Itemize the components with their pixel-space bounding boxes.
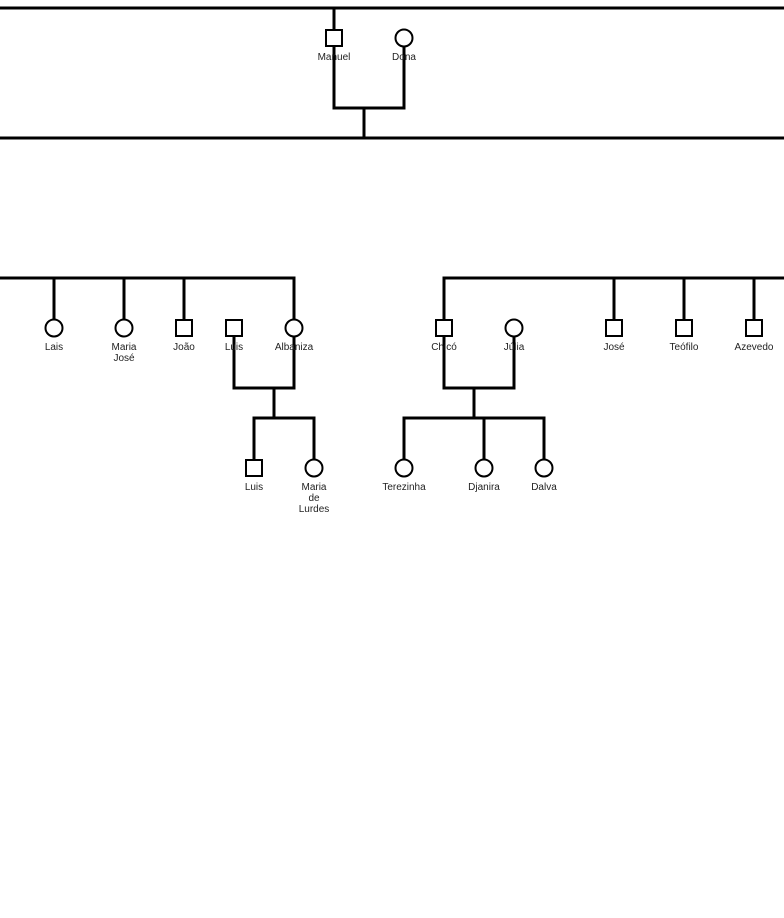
person-name-terezinha: Terezinha [369, 482, 439, 493]
person-name-dona: Dona [369, 52, 439, 63]
name-line: Dalva [531, 482, 557, 493]
name-line: Azevedo [734, 342, 774, 353]
female-circle-icon[interactable] [504, 318, 524, 338]
name-line: José [113, 353, 135, 364]
female-circle-icon[interactable] [394, 458, 414, 478]
female-circle-icon[interactable] [114, 318, 134, 338]
person-symbols [44, 28, 763, 478]
person-name-djanira: Djanira [449, 482, 519, 493]
name-line: Lurdes [298, 504, 330, 515]
connector-lines [0, 6, 784, 461]
female-circle-icon[interactable] [394, 28, 414, 48]
name-line: Manuel [317, 52, 351, 63]
name-line: Albaniza [274, 342, 314, 353]
name-line: Maria [111, 342, 137, 353]
name-line: Dona [392, 52, 416, 63]
female-circle-icon[interactable] [44, 318, 64, 338]
name-line: Djanira [468, 482, 500, 493]
male-square-icon[interactable] [675, 319, 693, 337]
person-name-julia: Júlia [479, 342, 549, 353]
name-line: Chicó [431, 342, 457, 353]
person-name-lais: Lais [19, 342, 89, 353]
name-line: Luis [224, 342, 244, 353]
name-line: de [308, 493, 320, 504]
male-square-icon[interactable] [175, 319, 193, 337]
person-name-jose: José [579, 342, 649, 353]
male-square-icon[interactable] [745, 319, 763, 337]
female-circle-icon[interactable] [284, 318, 304, 338]
female-circle-icon[interactable] [534, 458, 554, 478]
female-circle-icon[interactable] [474, 458, 494, 478]
person-name-manuel: Manuel [299, 52, 369, 63]
person-name-azevedo: Azevedo [719, 342, 784, 353]
person-name-luis-son: Luis [219, 482, 289, 493]
person-name-joao: João [149, 342, 219, 353]
name-line: Teófilo [669, 342, 699, 353]
person-name-teofilo: Teófilo [649, 342, 719, 353]
name-line: Terezinha [382, 482, 426, 493]
male-square-icon[interactable] [605, 319, 623, 337]
male-square-icon[interactable] [435, 319, 453, 337]
name-line: José [603, 342, 625, 353]
male-square-icon[interactable] [325, 29, 343, 47]
person-name-dalva: Dalva [509, 482, 579, 493]
name-line: João [173, 342, 195, 353]
name-line: a [0, 342, 19, 353]
name-line: Júlia [503, 342, 525, 353]
name-line: Luis [244, 482, 264, 493]
male-square-icon[interactable] [245, 459, 263, 477]
female-circle-icon[interactable] [304, 458, 324, 478]
male-square-icon[interactable] [225, 319, 243, 337]
name-line: Maria [301, 482, 327, 493]
person-name-albaniza: Albaniza [259, 342, 329, 353]
person-name-luis-father: Luis [199, 342, 269, 353]
name-line: Lais [44, 342, 64, 353]
person-name-chico: Chicó [409, 342, 479, 353]
person-name-cut-left: a [0, 342, 19, 353]
